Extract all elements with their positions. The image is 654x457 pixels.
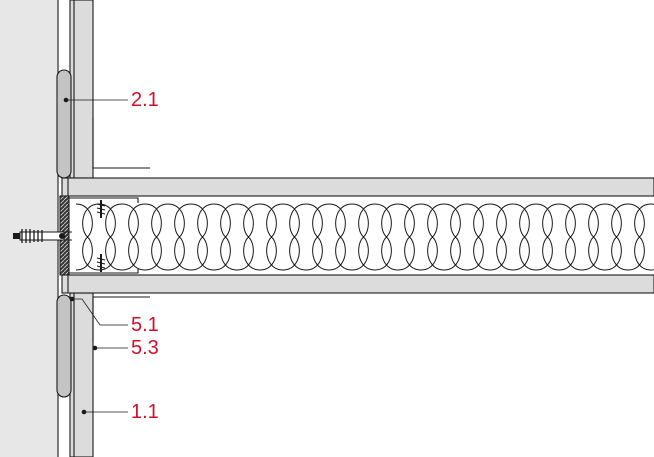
lower-angle-profile <box>92 296 150 342</box>
leader-5-1 <box>69 296 128 326</box>
mineral-wool-insulation <box>75 203 654 271</box>
leader-1-1 <box>81 409 128 415</box>
wool-loops <box>75 203 654 271</box>
seal-strip-lower <box>56 294 72 398</box>
wall-section <box>0 0 58 457</box>
seal-strip-upper <box>56 69 72 179</box>
leader-5-3 <box>92 345 128 351</box>
callout-2-1: 2.1 <box>131 89 159 111</box>
bottom-board <box>61 274 654 294</box>
callout-5-3: 5.3 <box>131 337 159 359</box>
track-profile <box>68 197 139 274</box>
screw-lower-icon <box>96 254 106 272</box>
wall-anchor-icon <box>13 229 72 243</box>
upper-angle-profile <box>92 118 150 169</box>
leader-2-1 <box>63 97 128 103</box>
callout-1-1: 1.1 <box>131 401 159 423</box>
callout-5-1: 5.1 <box>131 314 159 336</box>
screw-upper-icon <box>96 200 106 218</box>
top-board <box>61 177 654 197</box>
